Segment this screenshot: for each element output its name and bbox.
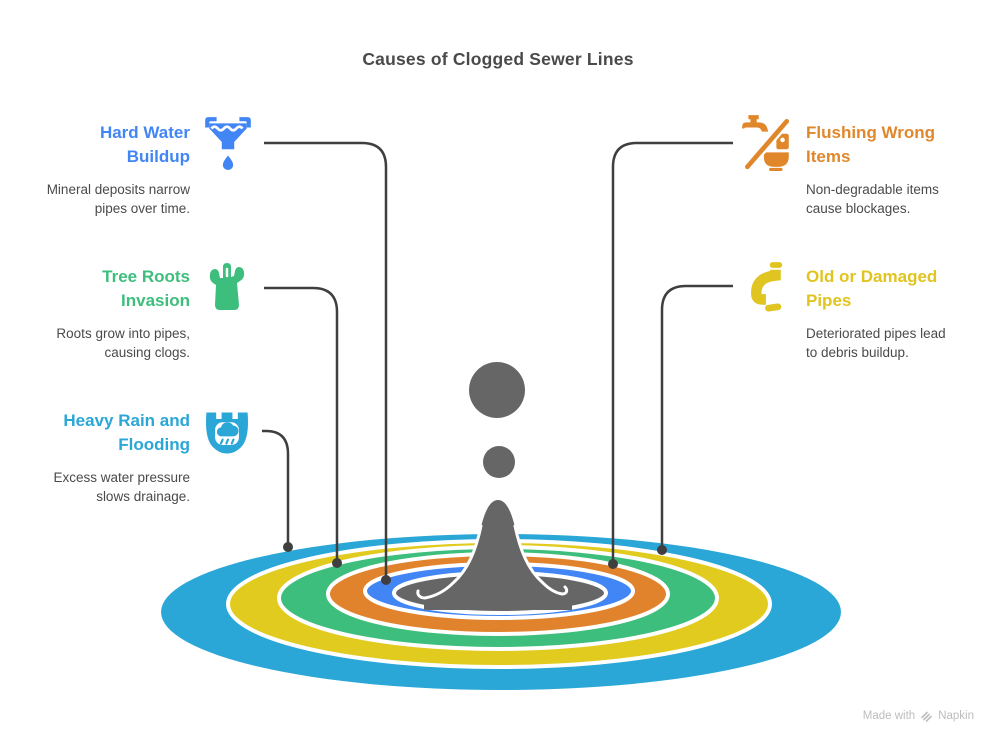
- connector-hard-water: [264, 141, 388, 576]
- splash-column: [416, 362, 572, 610]
- rain-flood-icon: [205, 412, 249, 454]
- broken-pipe-icon: [751, 262, 783, 312]
- cause-description: Deteriorated pipes lead to debris buildu…: [806, 326, 946, 360]
- cause-flushing-wrong-items: Flushing Wrong Items Non-degradable item…: [806, 121, 996, 218]
- splash-curl-right: [513, 524, 569, 596]
- connector-pipes: [660, 284, 733, 546]
- cause-title: Heavy Rain and Flooding: [63, 411, 190, 454]
- connector-flushing: [611, 141, 733, 560]
- droplet-small: [483, 446, 515, 478]
- connector-dot-tree-roots: [332, 558, 342, 568]
- droplet-large: [469, 362, 525, 418]
- cause-title: Flushing Wrong Items: [806, 123, 936, 166]
- watermark-brand: Napkin: [938, 709, 974, 722]
- napkin-logo-icon: [921, 711, 932, 722]
- connector-dot-pipes: [657, 545, 667, 555]
- no-flush-icon: [742, 115, 792, 171]
- connector-heavy-rain: [262, 429, 290, 543]
- tree-stump-icon: [209, 263, 245, 310]
- cause-description: Roots grow into pipes, causing clogs.: [56, 326, 190, 360]
- connector-dot-hard-water: [381, 575, 391, 585]
- cause-old-or-damaged-pipes: Old or Damaged Pipes Deteriorated pipes …: [806, 265, 996, 362]
- connector-lines: [262, 141, 733, 585]
- cause-tree-roots-invasion: Tree Roots Invasion Roots grow into pipe…: [0, 265, 190, 362]
- connector-dot-heavy-rain: [283, 542, 293, 552]
- watermark: Made with Napkin: [863, 709, 974, 722]
- cause-description: Mineral deposits narrow pipes over time.: [46, 182, 190, 216]
- cause-heavy-rain-and-flooding: Heavy Rain and Flooding Excess water pre…: [0, 409, 190, 506]
- splash-plume: [424, 500, 572, 610]
- cause-title: Tree Roots Invasion: [102, 267, 190, 310]
- connector-tree-roots: [264, 286, 339, 559]
- splash-curl-left: [416, 524, 483, 600]
- cause-title: Old or Damaged Pipes: [806, 267, 938, 310]
- cause-description: Non-degradable items cause blockages.: [806, 182, 939, 216]
- cause-title: Hard Water Buildup: [99, 123, 190, 166]
- connector-dot-flushing: [608, 559, 618, 569]
- water-softener-icon: [205, 117, 251, 170]
- cause-hard-water-buildup: Hard Water Buildup Mineral deposits narr…: [0, 121, 190, 218]
- page-title: Causes of Clogged Sewer Lines: [362, 49, 634, 69]
- cause-description: Excess water pressure slows drainage.: [53, 470, 190, 504]
- watermark-made-with: Made with: [862, 709, 916, 722]
